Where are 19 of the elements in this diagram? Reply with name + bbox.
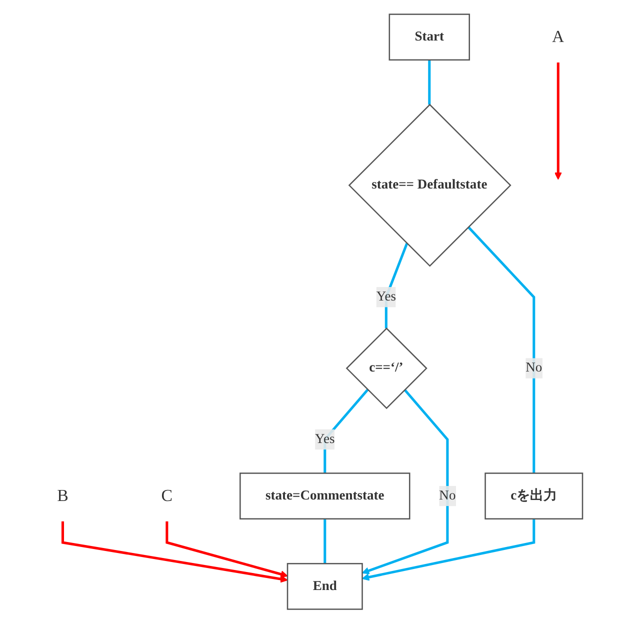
process-box: Start (388, 14, 470, 61)
arrow (61, 521, 288, 583)
path-label: C (161, 486, 172, 506)
decision-diamond: state== Defaultstate (348, 104, 512, 267)
process-box: End (286, 562, 363, 610)
arrow (165, 521, 288, 578)
path-label: B (56, 486, 68, 506)
connector-line (384, 242, 408, 328)
process-box: state=Commentstate (239, 472, 410, 520)
arrow (362, 388, 449, 574)
process-box: cを出力 (484, 472, 583, 520)
path-label: A (552, 28, 564, 46)
connector-line (428, 60, 430, 105)
connector-line (323, 388, 368, 474)
arrow (554, 62, 562, 180)
arrow (362, 518, 535, 581)
decision-diamond: c==‘/’ (346, 328, 428, 410)
connector-line (467, 226, 535, 474)
connector-line (323, 518, 326, 564)
